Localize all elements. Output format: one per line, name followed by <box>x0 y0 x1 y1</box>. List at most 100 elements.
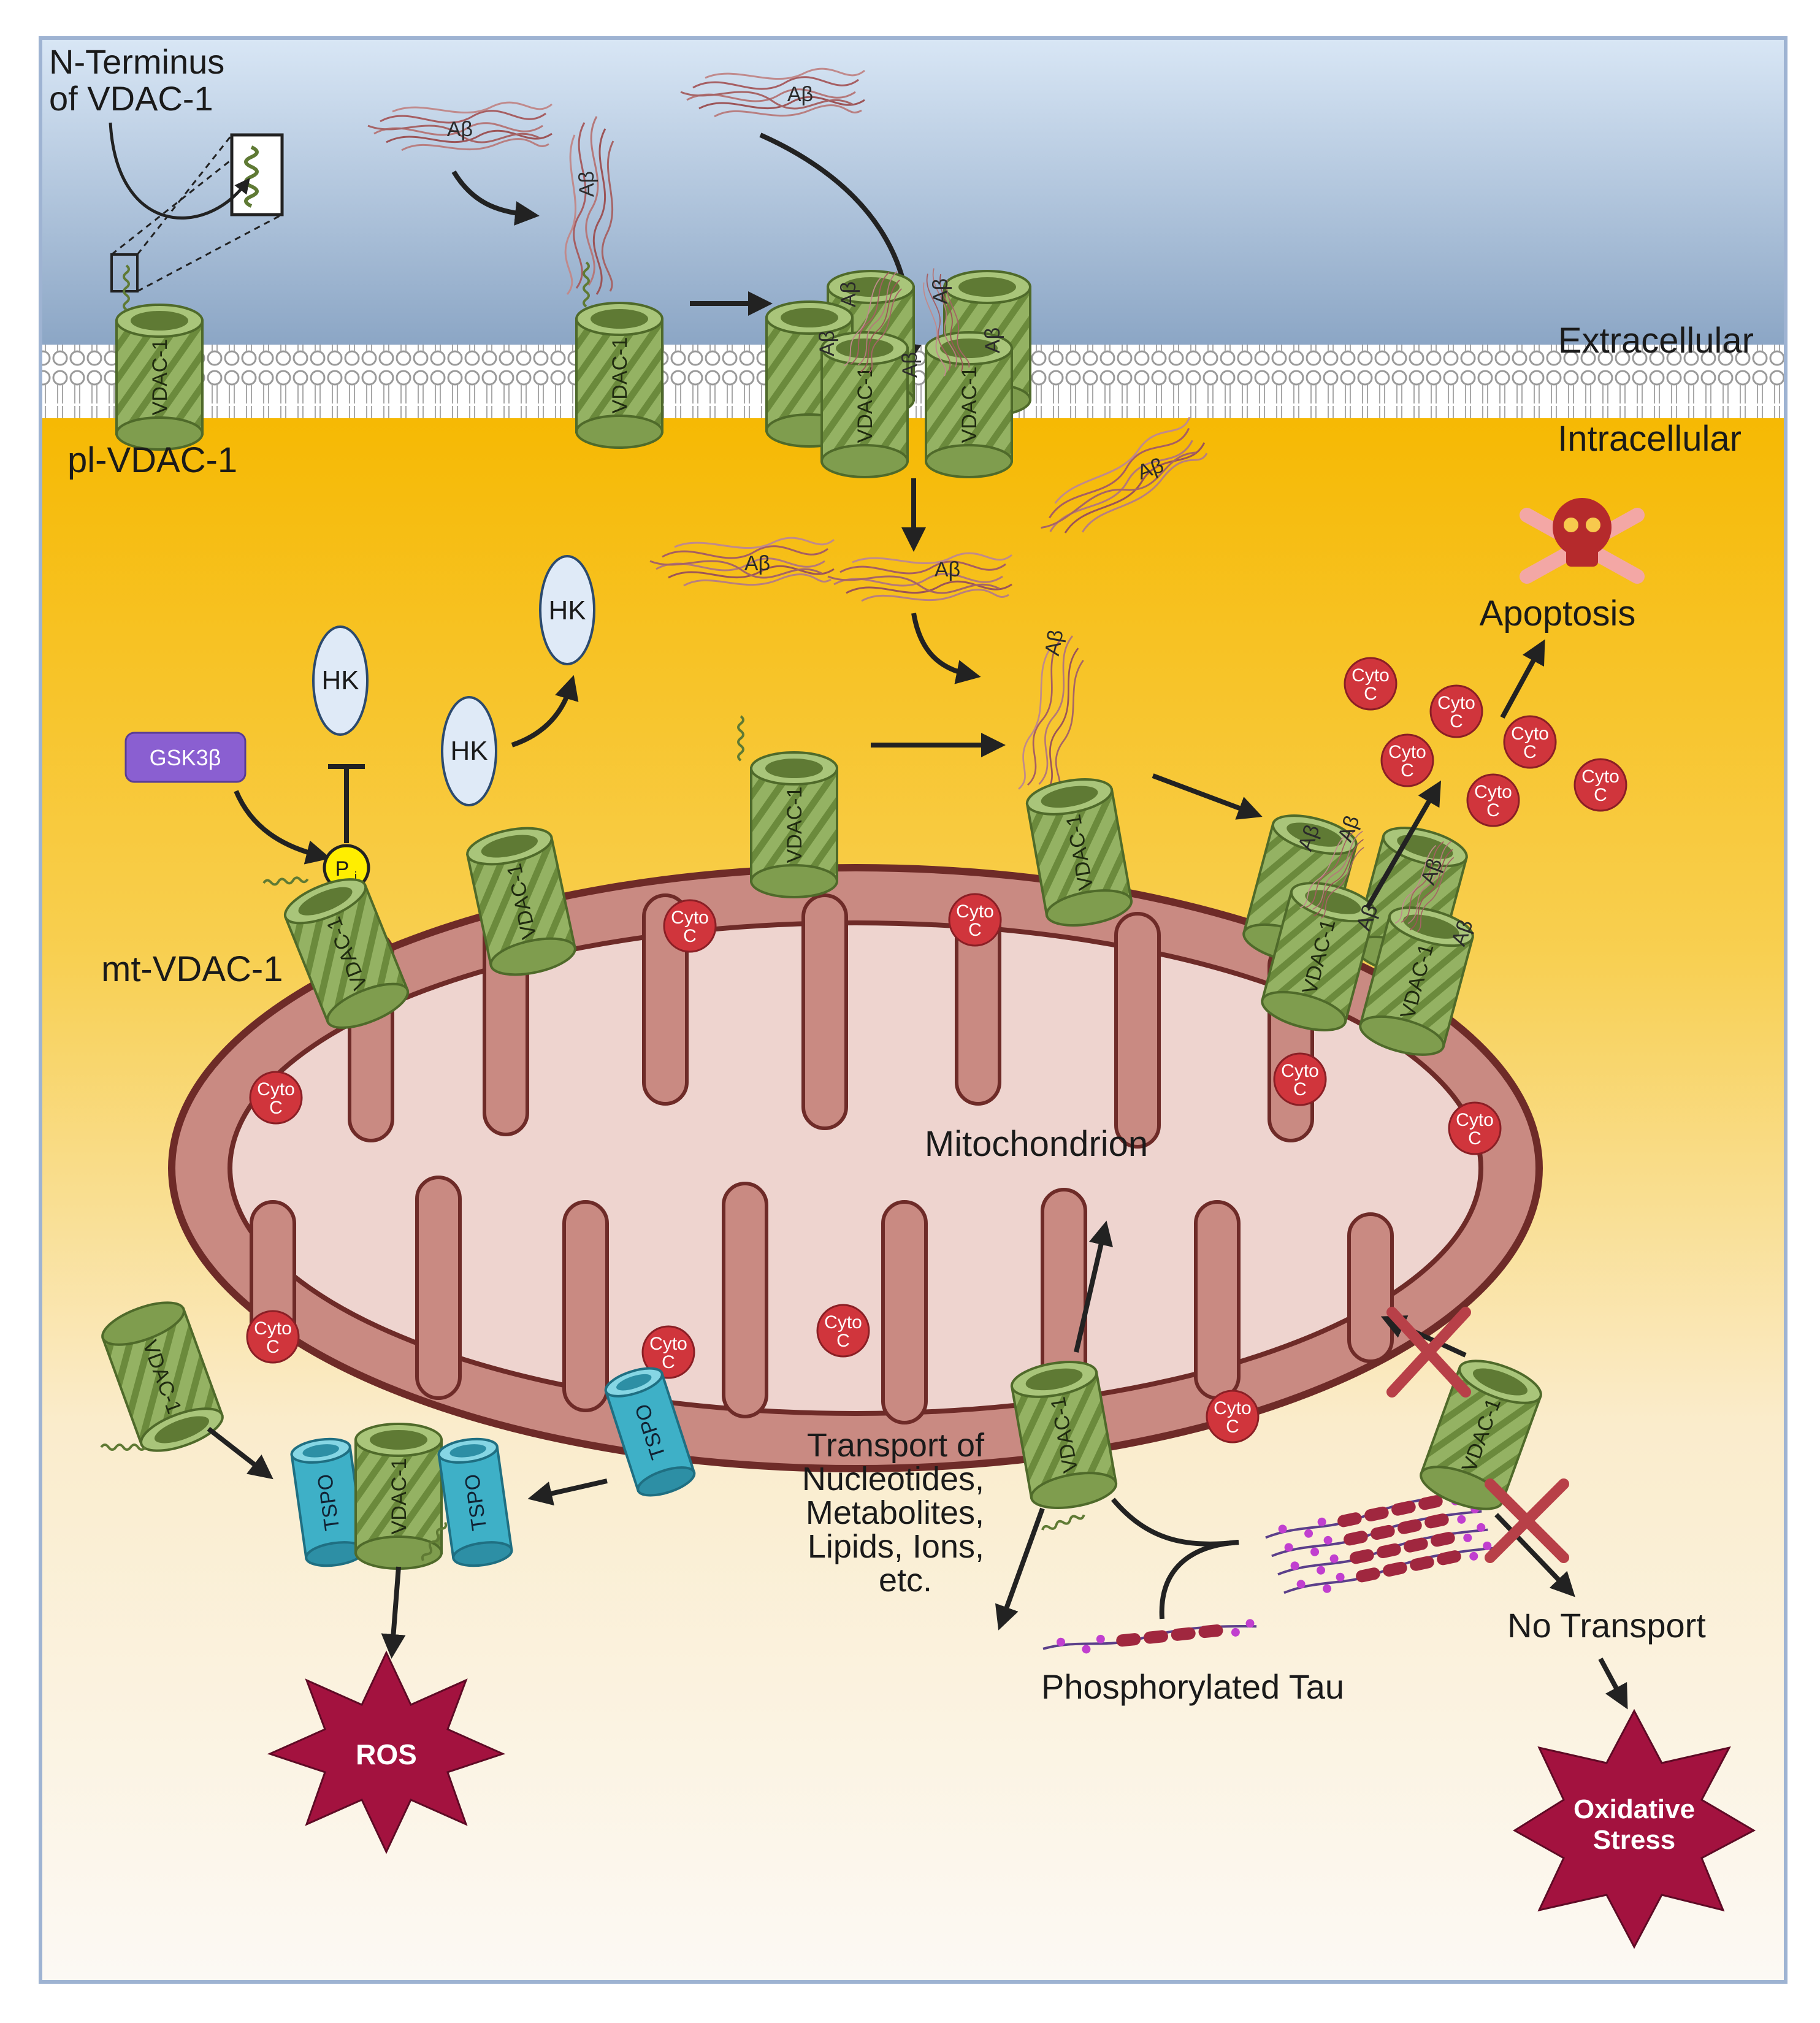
phosphate-label: P <box>335 857 350 881</box>
mt-vdac1-mirror: VDAC-1 <box>96 1293 229 1461</box>
cyto-text: Cyto <box>1214 1398 1252 1418</box>
apoptosis-label: Apoptosis <box>1480 594 1636 633</box>
arrow-vdac-to-complex <box>207 1426 273 1480</box>
tspo-free: TSPO <box>601 1361 699 1502</box>
mt-vdac1-text-3: VDAC-1 <box>783 787 806 863</box>
phosphate-sub: i <box>354 870 357 884</box>
cyto-text-c: C <box>1364 684 1377 704</box>
mt-vdac1-transport: VDAC-1 <box>1008 1355 1120 1515</box>
oligomer-text-2: VDAC-1 <box>958 367 981 443</box>
cyto-text-c: C <box>1594 785 1607 805</box>
cyto-text-c: C <box>1450 711 1463 732</box>
cyto-text: Cyto <box>1474 782 1512 802</box>
cyto-text-c: C <box>1486 800 1500 820</box>
n-terminus-label-1: N-Terminus <box>49 42 224 81</box>
cyto-text: Cyto <box>824 1312 862 1333</box>
mt-vdac1-hk: VDAC-1 <box>462 820 580 982</box>
oligomer-text-1: VDAC-1 <box>854 367 877 443</box>
olig-ab-3: Aβ <box>816 331 839 356</box>
arrow-to-oxidative <box>1598 1658 1628 1710</box>
cyto-text-c: C <box>1226 1417 1239 1437</box>
complex-vdac-text: VDAC-1 <box>388 1458 411 1535</box>
hk-bound <box>441 696 497 806</box>
transport-label-2: Nucleotides, <box>802 1461 984 1497</box>
hk-free-2 <box>539 555 595 665</box>
cyto-text: Cyto <box>1281 1061 1319 1081</box>
abeta-label-5: Aβ <box>935 558 960 581</box>
mt-vdac1-phosphorylated: VDAC-1 <box>278 869 415 1038</box>
cyto-text: Cyto <box>1437 693 1475 713</box>
mitochondrion-label: Mitochondrion <box>925 1124 1148 1164</box>
pl-vdac1-oligomer: VDAC-1 VDAC-1 Aβ Aβ Aβ Aβ Aβ <box>765 264 1031 478</box>
cyto-text-c: C <box>266 1337 280 1357</box>
oxidative-label-2: Stress <box>1593 1825 1676 1855</box>
transport-label-4: Lipids, Ions, <box>808 1528 984 1565</box>
pl-vdac1-label: pl-VDAC-1 <box>67 440 237 480</box>
cyto-text: Cyto <box>671 908 709 928</box>
cyto-text: Cyto <box>257 1079 295 1099</box>
arrow-hk-release <box>511 675 579 748</box>
ros-label: ROS <box>356 1738 417 1770</box>
arrow-abeta-to-mt <box>911 613 981 684</box>
cyto-text: Cyto <box>649 1334 687 1354</box>
no-transport-label: No Transport <box>1507 1606 1706 1645</box>
hk-label-3: HK <box>548 595 586 625</box>
cyto-text-c: C <box>683 926 697 946</box>
cyto-text-c: C <box>836 1331 850 1351</box>
hk-label-1: HK <box>321 665 359 695</box>
intracellular-label: Intracellular <box>1558 419 1742 459</box>
tspo-vdac1-complex: TSPO VDAC-1 TSPO <box>289 1423 514 1570</box>
ros-burst <box>267 1650 506 1854</box>
oxidative-label-1: Oxidative <box>1573 1794 1695 1824</box>
arrow-transport-out <box>995 1507 1045 1631</box>
abeta-label-mt: Aβ <box>1041 628 1068 657</box>
mt-vdac1-oligomer: VDAC-1 VDAC-1 Aβ Aβ Aβ Aβ Aβ <box>1238 806 1478 1064</box>
arrow-to-ros <box>381 1566 406 1659</box>
cyto-text: Cyto <box>1511 724 1549 744</box>
arrow-to-mt-oligomer <box>1152 773 1263 820</box>
gsk3b-box <box>124 732 247 783</box>
n-terminus-label-2: of VDAC-1 <box>49 79 213 118</box>
cyto-text: Cyto <box>956 901 994 922</box>
cyto-text-c: C <box>1468 1128 1482 1149</box>
arrow-tspo-to-complex <box>527 1478 608 1506</box>
phospho-tau-label: Phosphorylated Tau <box>1041 1667 1344 1706</box>
olig-ab-4: Aβ <box>898 352 922 378</box>
arrow-gsk3b <box>234 790 331 865</box>
olig-ab-2: Aβ <box>929 278 952 304</box>
cyto-text: Cyto <box>1456 1110 1494 1130</box>
mt-vdac1-blocked: VDAC-1 <box>1414 1351 1548 1519</box>
mitochondrion <box>168 864 1543 1472</box>
transport-label-5: etc. <box>879 1562 932 1599</box>
cyto-text-c: C <box>269 1098 283 1118</box>
cyto-text-c: C <box>662 1352 675 1372</box>
abeta-label-3: Aβ <box>575 171 598 197</box>
extracellular-label: Extracellular <box>1558 321 1754 361</box>
gsk3b-label: GSK3β <box>150 745 221 770</box>
transport-label-3: Metabolites, <box>806 1494 984 1531</box>
pl-vdac1-text: VDAC-1 <box>148 339 172 416</box>
skull-crossbones-icon <box>1520 498 1645 584</box>
cyto-text-c: C <box>1293 1079 1307 1099</box>
arrow-apoptosis <box>1500 639 1545 719</box>
cyto-text: Cyto <box>1581 767 1619 787</box>
transport-label-1: Transport of <box>807 1427 985 1464</box>
hk-label-2: HK <box>450 736 488 766</box>
mt-vdac1-label: mt-VDAC-1 <box>101 949 283 989</box>
mt-vdac1-abeta-bound: VDAC-1 <box>1023 772 1136 933</box>
hk-free-1 <box>312 625 369 736</box>
olig-ab-1: Aβ <box>837 281 860 307</box>
vdac1-abeta-bound-text: VDAC-1 <box>608 337 632 414</box>
oxidative-stress-burst <box>1513 1708 1756 1949</box>
cyto-text: Cyto <box>254 1318 292 1339</box>
abeta-label-1: Aβ <box>447 118 473 141</box>
arrow-transport-in <box>1074 1220 1113 1353</box>
block-x-icon-1 <box>1386 1307 1471 1398</box>
arrow-abeta-bind <box>451 170 540 226</box>
n-terminus-inset <box>109 122 284 293</box>
arrow-blocked-out <box>1494 1513 1575 1597</box>
cyto-text: Cyto <box>1352 665 1390 686</box>
cyto-text-c: C <box>968 920 982 940</box>
